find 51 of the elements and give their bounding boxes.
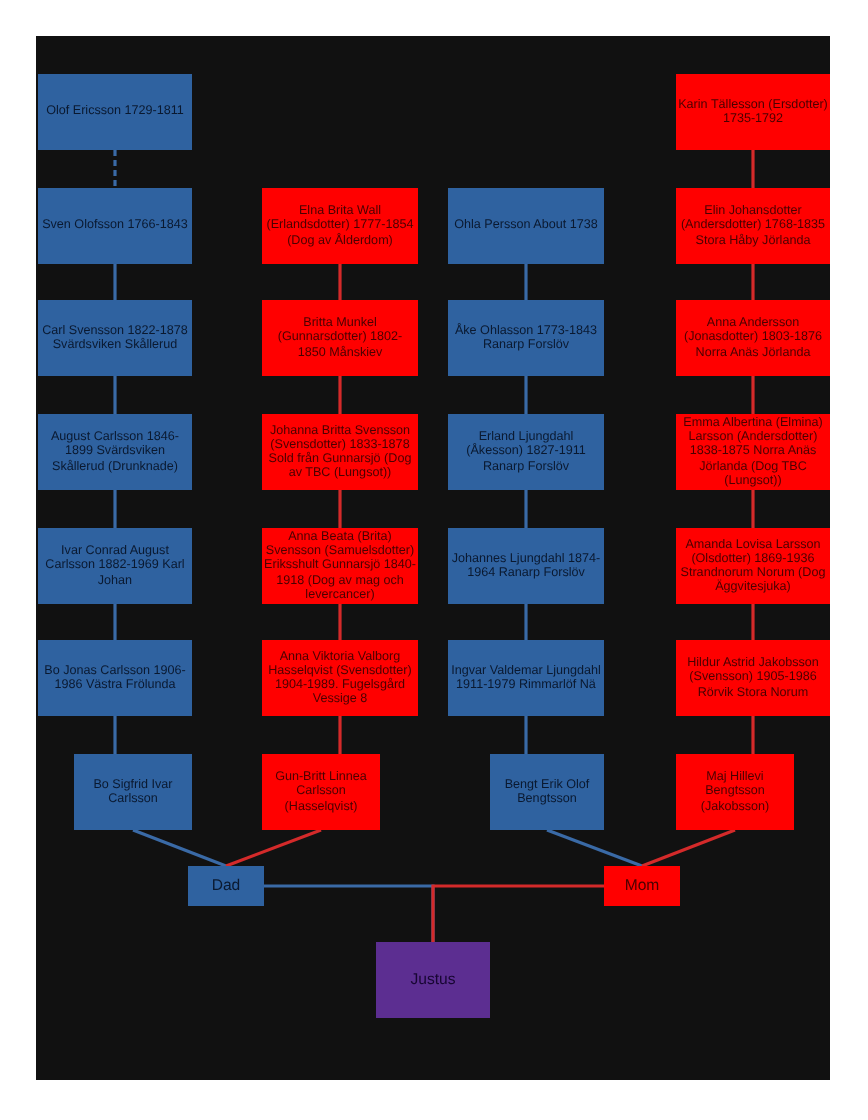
person-box — [38, 74, 192, 150]
connector-line — [113, 604, 117, 640]
connector-line — [524, 376, 528, 414]
person-box — [376, 942, 490, 1018]
person-box — [38, 414, 192, 490]
connector-line — [546, 828, 643, 868]
person-box — [490, 754, 604, 830]
connector-line — [113, 264, 117, 300]
connector-line — [431, 884, 604, 942]
person-box — [74, 754, 192, 830]
connector-line — [225, 828, 322, 868]
person-box — [38, 640, 192, 716]
connector-line — [338, 716, 342, 754]
person-box — [448, 414, 604, 490]
person-box — [448, 640, 604, 716]
connector-line — [524, 716, 528, 754]
person-box — [38, 300, 192, 376]
connector-line — [113, 150, 117, 188]
person-box — [676, 640, 830, 716]
connector-line — [113, 490, 117, 528]
connector-line — [751, 716, 755, 754]
person-box — [262, 754, 380, 830]
connector-line — [524, 490, 528, 528]
person-box — [604, 866, 680, 906]
connector-line — [338, 376, 342, 414]
person-box — [676, 754, 794, 830]
connector-line — [751, 376, 755, 414]
connector-line — [132, 828, 227, 868]
connector-line — [751, 150, 755, 188]
person-box — [676, 74, 830, 150]
person-box — [676, 300, 830, 376]
person-box — [448, 188, 604, 264]
person-box — [38, 188, 192, 264]
connector-line — [113, 376, 117, 414]
person-box — [38, 528, 192, 604]
connector-line — [338, 264, 342, 300]
connector-line — [751, 264, 755, 300]
connector-line — [338, 604, 342, 640]
connector-line — [751, 604, 755, 640]
person-box — [262, 300, 418, 376]
person-box — [448, 300, 604, 376]
person-box — [262, 188, 418, 264]
person-box — [188, 866, 264, 906]
connector-line — [338, 490, 342, 528]
person-box — [448, 528, 604, 604]
connector-line — [751, 490, 755, 528]
person-box — [676, 188, 830, 264]
connector-line — [524, 264, 528, 300]
connector-line — [113, 716, 117, 754]
connector-line — [524, 604, 528, 640]
connector-line — [641, 828, 736, 868]
